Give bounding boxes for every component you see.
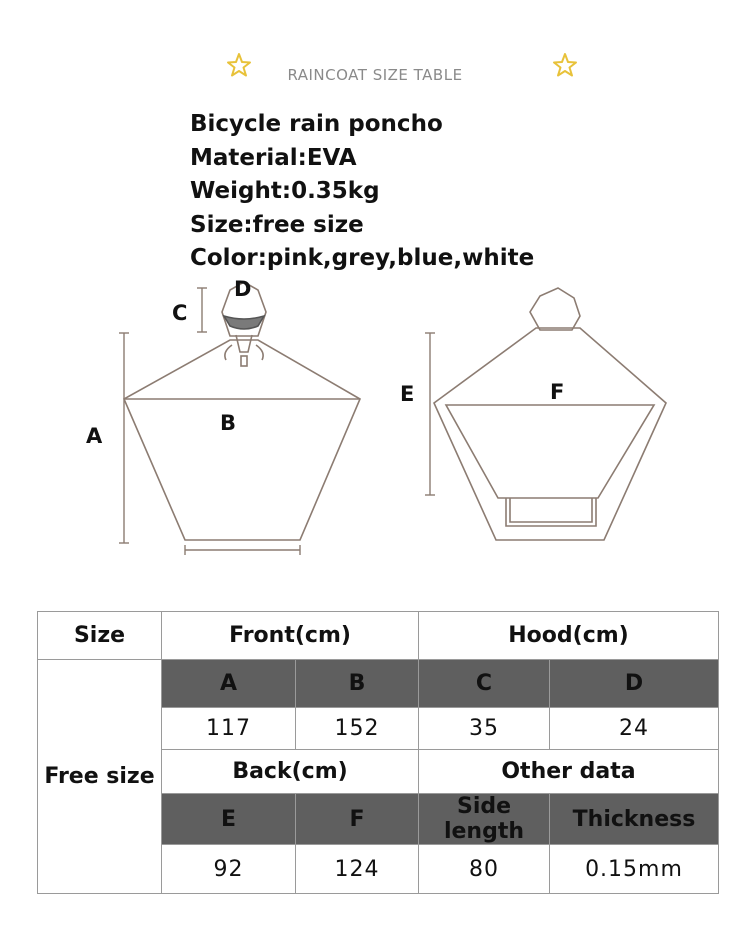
size-table: Size Front(cm) Hood(cm) Free size A B C … — [37, 611, 719, 894]
label-a: A — [86, 424, 103, 448]
value-d: 24 — [549, 707, 719, 750]
product-specs: Bicycle rain poncho Material:EVA Weight:… — [190, 108, 534, 276]
value-thickness: 0.15mm — [549, 844, 719, 894]
star-icon — [227, 53, 251, 77]
label-e: E — [400, 382, 415, 406]
value-side-length: 80 — [418, 844, 550, 894]
label-d: D — [234, 277, 252, 301]
poncho-diagram: A B C D E F — [0, 270, 750, 580]
col-label-thickness: Thickness — [549, 793, 719, 845]
star-icon — [553, 53, 577, 77]
col-label-f: F — [295, 793, 419, 845]
spec-line-material: Material:EVA — [190, 144, 357, 171]
col-label-d: D — [549, 659, 719, 708]
value-e: 92 — [161, 844, 296, 894]
col-label-side-length: Side length — [418, 793, 550, 845]
front-poncho-outline — [122, 339, 362, 541]
back-poncho-outline — [433, 327, 667, 541]
poncho-illustration — [119, 281, 667, 555]
spec-line-color: Color:pink,grey,blue,white — [190, 245, 535, 271]
value-c: 35 — [418, 707, 550, 750]
label-f: F — [550, 380, 565, 404]
value-b: 152 — [295, 707, 419, 750]
free-size-cell: Free size — [37, 659, 162, 894]
back-hood-outline — [529, 287, 581, 331]
front-header: Front(cm) — [161, 611, 419, 660]
hood-header: Hood(cm) — [418, 611, 719, 660]
front-hood-outline — [221, 281, 267, 337]
col-label-a: A — [161, 659, 296, 708]
other-data-header: Other data — [418, 749, 719, 794]
spec-line-weight: Weight:0.35kg — [190, 178, 380, 204]
spec-line-size: Size:free size — [190, 211, 364, 238]
label-b: B — [220, 411, 237, 435]
col-label-b: B — [295, 659, 419, 708]
value-a: 117 — [161, 707, 296, 750]
spec-line-name: Bicycle rain poncho — [190, 111, 443, 137]
col-label-c: C — [418, 659, 550, 708]
page-title: RAINCOAT SIZE TABLE — [287, 66, 463, 84]
value-f: 124 — [295, 844, 419, 894]
back-header: Back(cm) — [161, 749, 419, 794]
col-label-e: E — [161, 793, 296, 845]
size-header: Size — [37, 611, 162, 660]
label-c: C — [172, 301, 188, 325]
